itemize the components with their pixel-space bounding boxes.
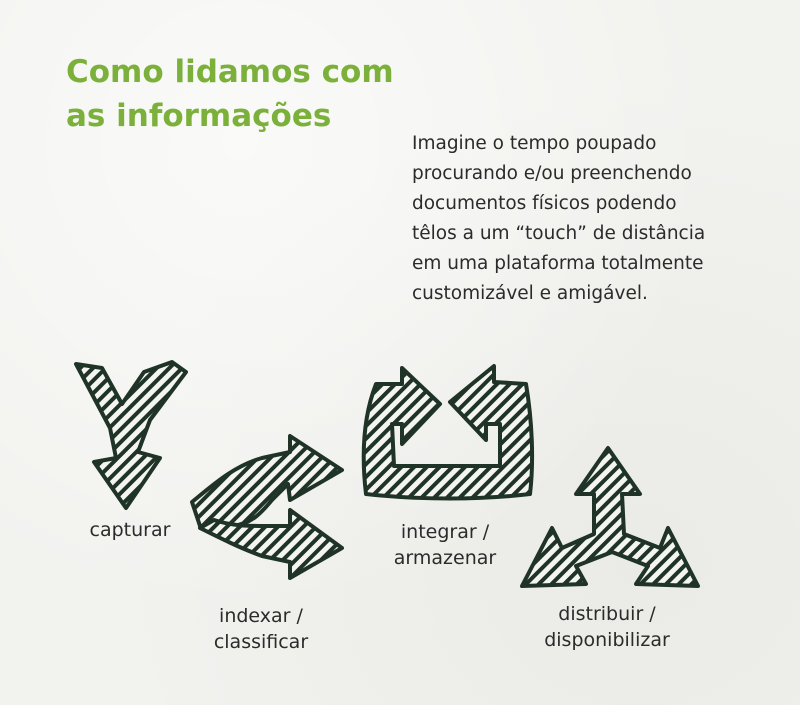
step-label-line: classificar — [213, 631, 309, 653]
loop-arrow-icon — [361, 364, 535, 501]
body-line-1: Imagine o tempo poupado — [412, 133, 657, 154]
body-line-2: procurando e/ou preenchendo — [412, 163, 692, 184]
step-label-line: distribuir / — [558, 603, 656, 625]
step-label-line: indexar / — [219, 605, 303, 627]
step-label-integrar: integrar / armazenar — [380, 519, 510, 571]
step-label-indexar: indexar / classificar — [196, 603, 326, 655]
intro-paragraph: Imagine o tempo poupado procurando e/ou … — [412, 129, 782, 309]
title-line-2: as informações — [66, 98, 332, 134]
step-label-distribuir: distribuir / disponibilizar — [532, 601, 682, 653]
step-label-line: capturar — [89, 519, 171, 541]
step-label-capturar: capturar — [70, 517, 190, 543]
title-line-1: Como lidamos com — [66, 54, 394, 90]
three-way-arrow-icon — [520, 446, 700, 588]
body-line-4: têlos a um “touch” de distância — [412, 223, 706, 244]
step-label-line: integrar / — [400, 521, 490, 543]
body-line-3: documentos físicos podendo — [412, 193, 677, 214]
step-label-line: disponibilizar — [544, 629, 670, 651]
merge-arrow-icon — [74, 360, 188, 510]
page-title: Como lidamos com as informações — [66, 50, 426, 138]
body-line-5: em uma plataforma totalmente — [412, 253, 704, 274]
split-arrow-icon — [190, 434, 344, 580]
body-line-6: customizável e amigável. — [412, 283, 648, 304]
step-label-line: armazenar — [393, 547, 497, 569]
